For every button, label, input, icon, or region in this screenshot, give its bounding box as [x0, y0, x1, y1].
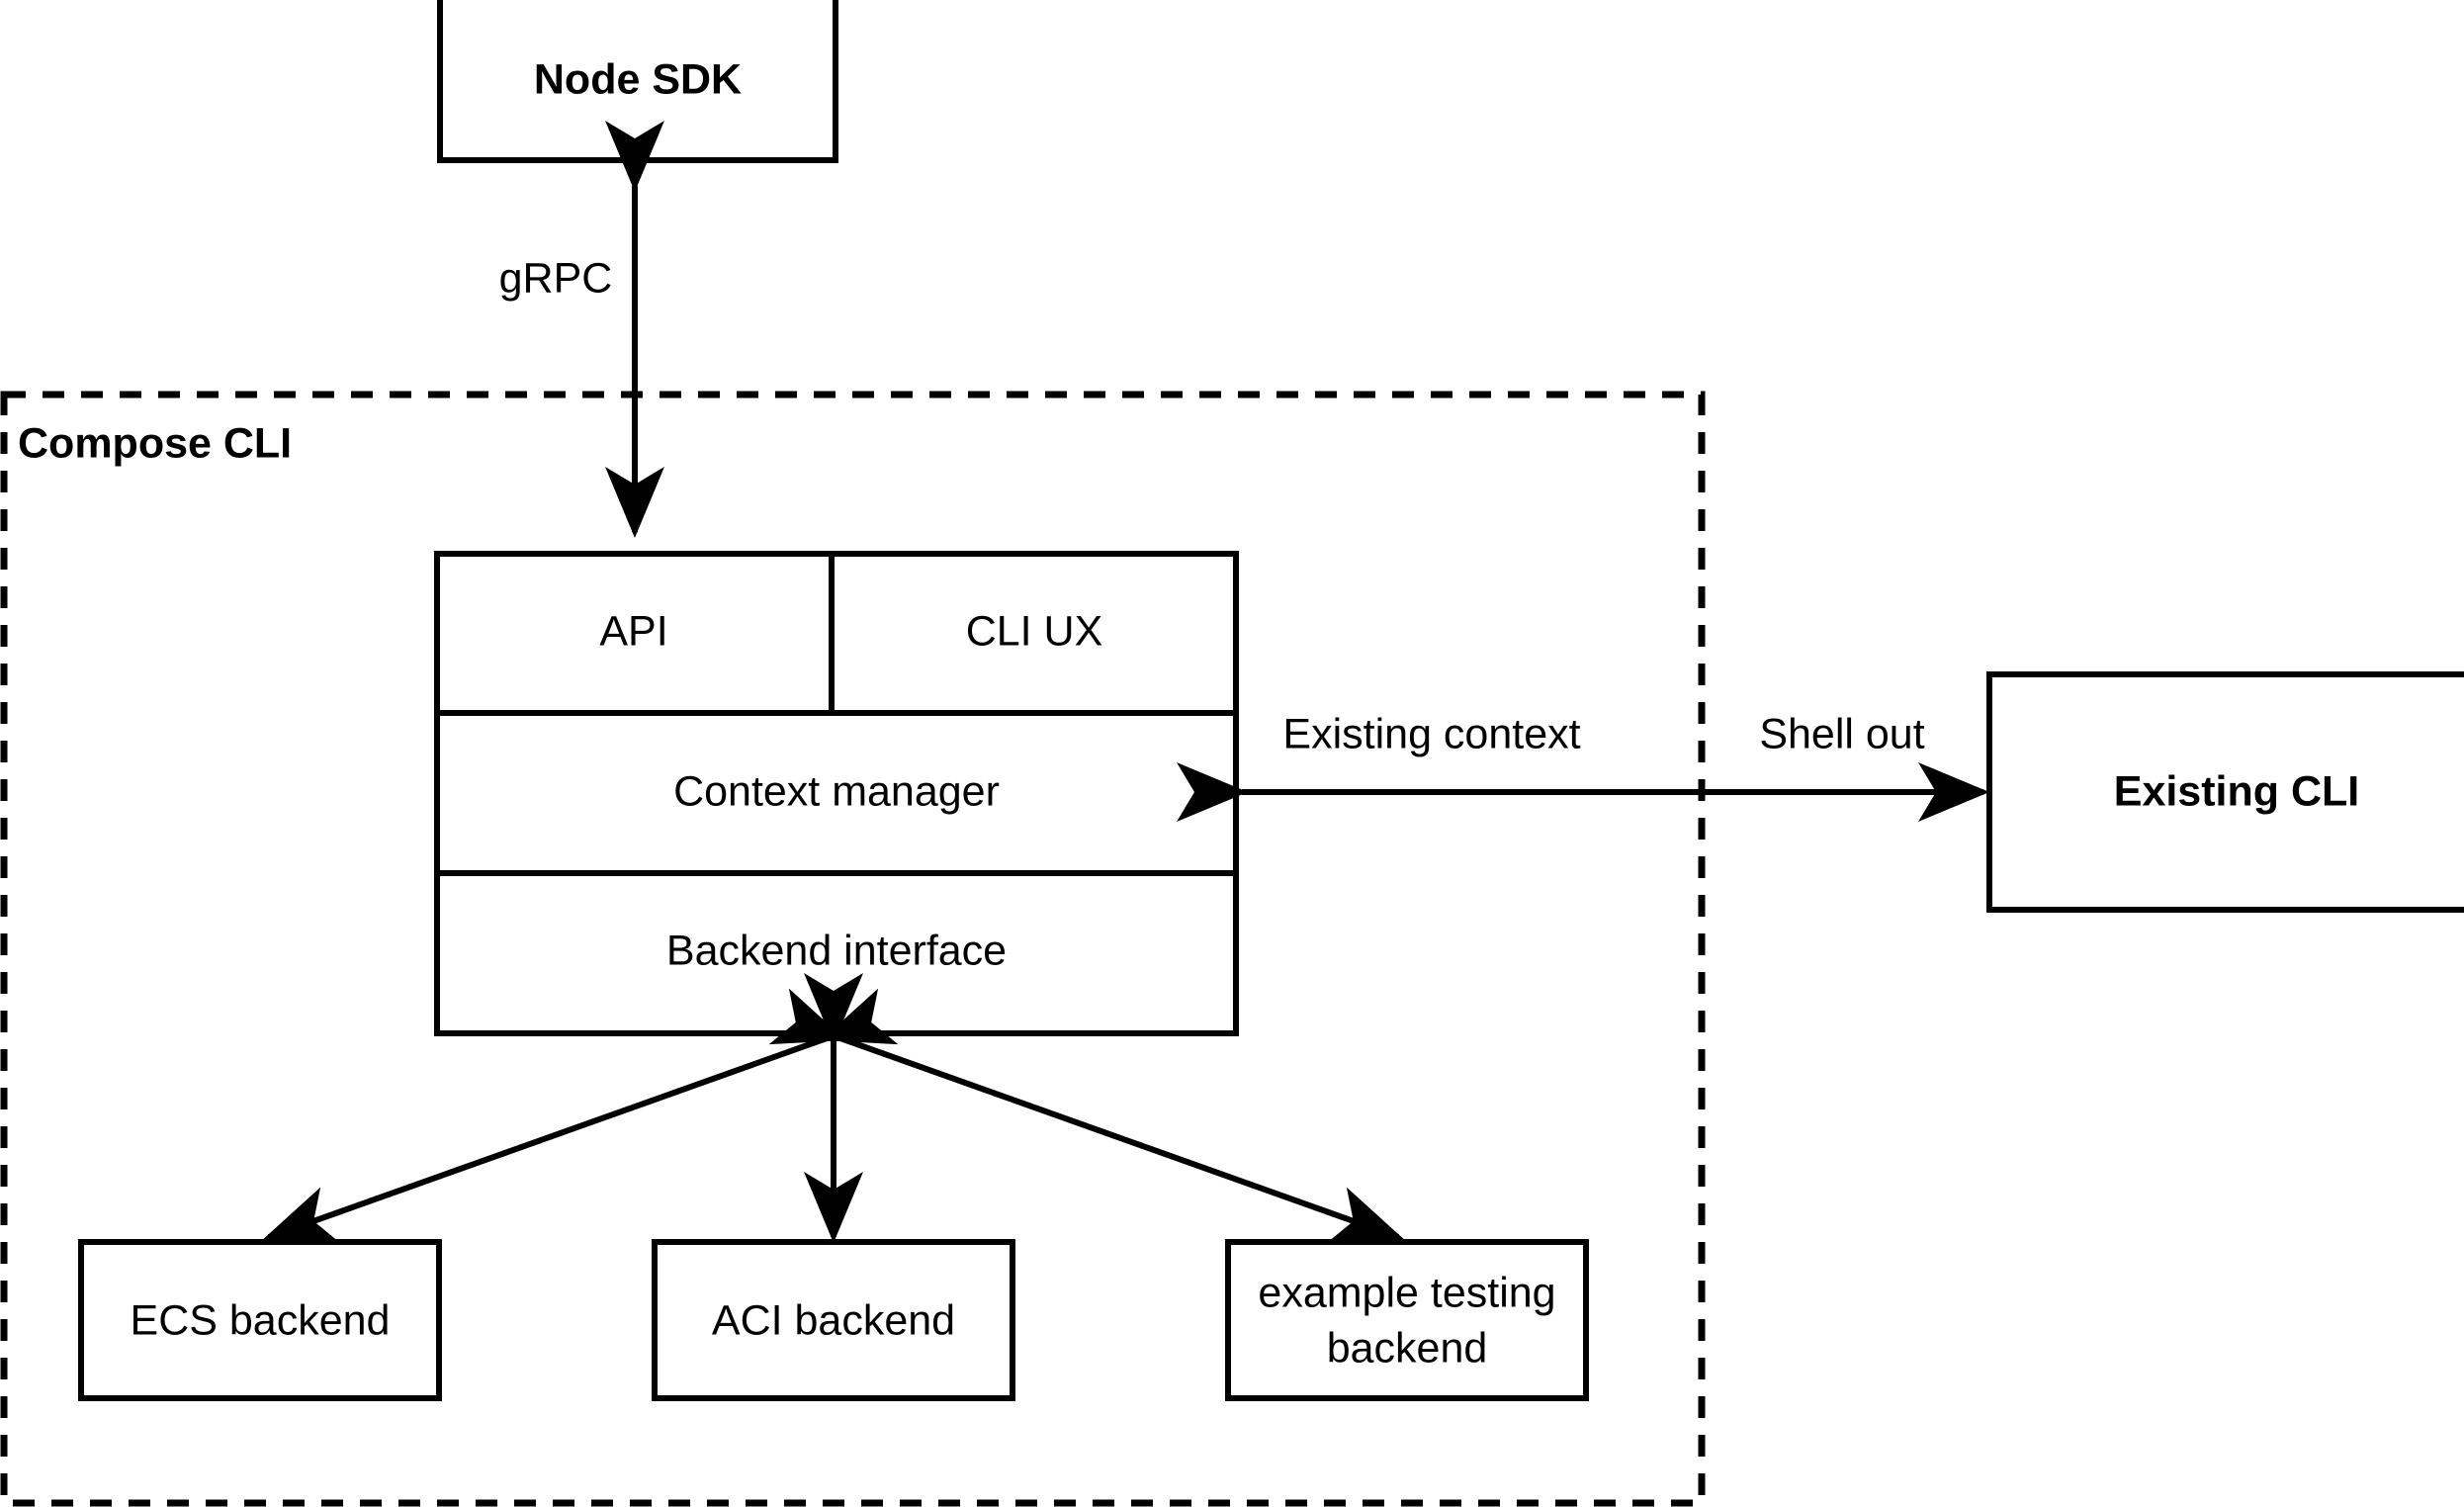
grpc-label: gRPC: [499, 254, 613, 302]
example-testing-backend-box: [1225, 1239, 1589, 1401]
backend-to-ecs-arrow: [263, 988, 899, 1244]
ecs-backend-label: ECS backend: [131, 1296, 391, 1344]
existing-cli-box: [1986, 671, 2464, 913]
node-sdk-box: [437, 0, 838, 163]
backend-interface-label: Backend interface: [666, 927, 1007, 974]
aci-backend-box: [652, 1239, 1015, 1401]
api-label: API: [599, 607, 667, 655]
node-sdk-label: Node SDK: [534, 55, 742, 103]
existing-context-label: Existing context: [1282, 710, 1580, 757]
example-testing-backend-label-line1: example testing: [1258, 1269, 1555, 1316]
shell-out-label: Shell out: [1759, 710, 1924, 757]
existing-cli-label: Existing CLI: [2114, 767, 2359, 815]
backend-to-example-arrow: [768, 988, 1404, 1244]
context-manager-label: Context manager: [673, 767, 1000, 815]
aci-backend-label: ACI backend: [712, 1296, 955, 1344]
compose-cli-container: [0, 391, 1706, 1507]
compose-cli-label: Compose CLI: [18, 419, 292, 467]
ecs-backend-box: [78, 1239, 442, 1401]
example-testing-backend-label-line2: backend: [1327, 1324, 1488, 1372]
cli-ux-label: CLI UX: [966, 607, 1103, 655]
